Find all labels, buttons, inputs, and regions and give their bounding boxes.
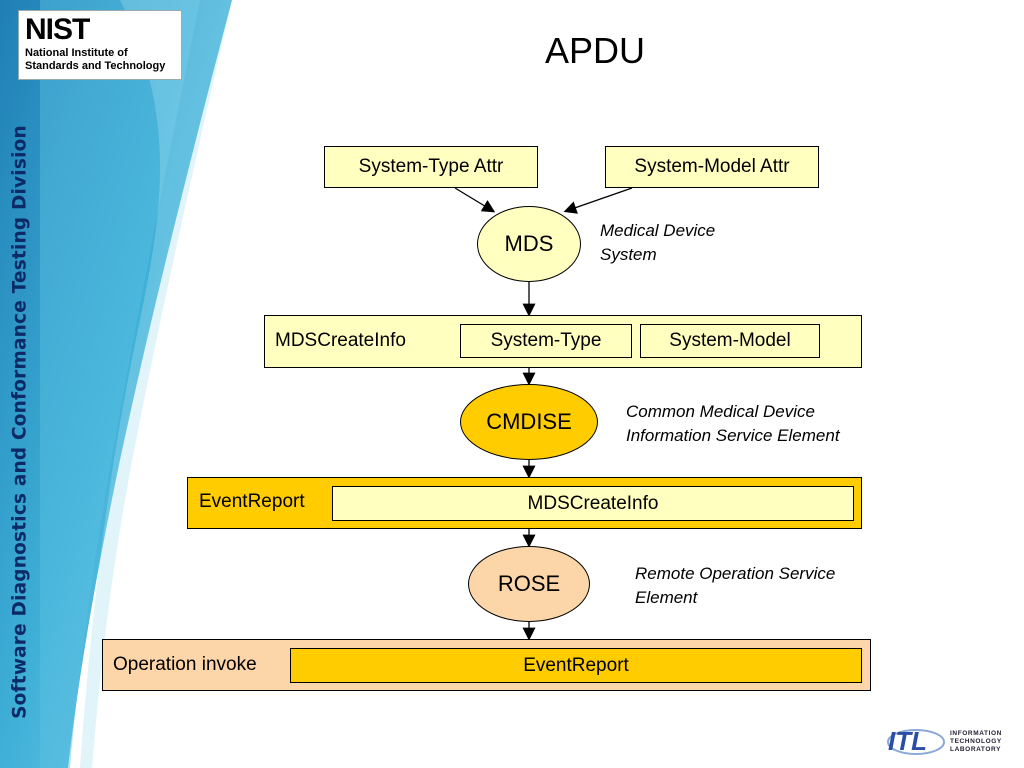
cmdise-ellipse: CMDISE: [460, 384, 598, 460]
itl-logo-line2: TECHNOLOGY: [950, 738, 1002, 745]
slide-title: APDU: [544, 30, 646, 71]
cmdise-note: Common Medical Device Information Servic…: [626, 400, 840, 448]
operation-inner-box: EventReport: [290, 648, 862, 683]
nist-logo-mark: NIST: [25, 13, 90, 46]
rose-note: Remote Operation Service Element: [635, 562, 835, 610]
rose-note-line2: Element: [635, 588, 698, 607]
system-type-label: System-Type: [490, 330, 602, 351]
rose-label: ROSE: [497, 571, 561, 596]
system-model-attr-box: System-Model Attr: [605, 146, 819, 188]
division-name: Software Diagnostics and Conformance Tes…: [9, 125, 31, 719]
nist-logo-line2: Standards and Technology: [25, 60, 166, 72]
eventreport-label: EventReport: [199, 491, 305, 512]
itl-logo-mark: ITL: [888, 726, 927, 756]
cmdise-note-line2: Information Service Element: [626, 426, 840, 445]
arrow-modelattr-to-mds: [563, 187, 633, 214]
cmdise-note-line1: Common Medical Device: [626, 402, 815, 421]
arrow-typeattr-to-mds: [454, 187, 496, 213]
division-vertical-text: Software Diagnostics and Conformance Tes…: [0, 0, 40, 768]
operation-inner-label: EventReport: [523, 654, 629, 676]
itl-logo: ITL INFORMATION TECHNOLOGY LABORATORY: [886, 722, 1012, 762]
cmdise-label: CMDISE: [486, 409, 572, 434]
itl-logo-line3: LABORATORY: [950, 746, 1002, 753]
eventreport-inner-box: MDSCreateInfo: [332, 486, 854, 521]
mds-ellipse: MDS: [477, 206, 581, 282]
system-model-attr-label: System-Model Attr: [634, 156, 790, 177]
itl-logo-words: INFORMATION TECHNOLOGY LABORATORY: [950, 730, 1002, 754]
mdscreateinfo-label: MDSCreateInfo: [275, 330, 406, 351]
nist-logo-line1: National Institute of: [25, 47, 128, 59]
operation-label: Operation invoke: [113, 654, 257, 675]
eventreport-inner-label: MDSCreateInfo: [527, 492, 659, 514]
system-type-attr-label: System-Type Attr: [358, 156, 504, 177]
rose-note-line1: Remote Operation Service: [635, 564, 836, 583]
mds-note: Medical Device System: [600, 219, 715, 267]
system-model-box: System-Model: [640, 324, 820, 358]
mds-label: MDS: [504, 231, 554, 256]
itl-logo-swoosh: [887, 729, 945, 755]
system-type-attr-box: System-Type Attr: [324, 146, 538, 188]
itl-logo-line1: INFORMATION: [950, 730, 1002, 737]
mds-note-line1: Medical Device: [600, 221, 716, 240]
mds-note-line2: System: [600, 245, 657, 264]
system-type-box: System-Type: [460, 324, 632, 358]
nist-logo: NIST National Institute of Standards and…: [18, 10, 182, 80]
side-band: [0, 0, 232, 768]
rose-ellipse: ROSE: [468, 546, 590, 622]
system-model-label: System-Model: [669, 330, 791, 351]
